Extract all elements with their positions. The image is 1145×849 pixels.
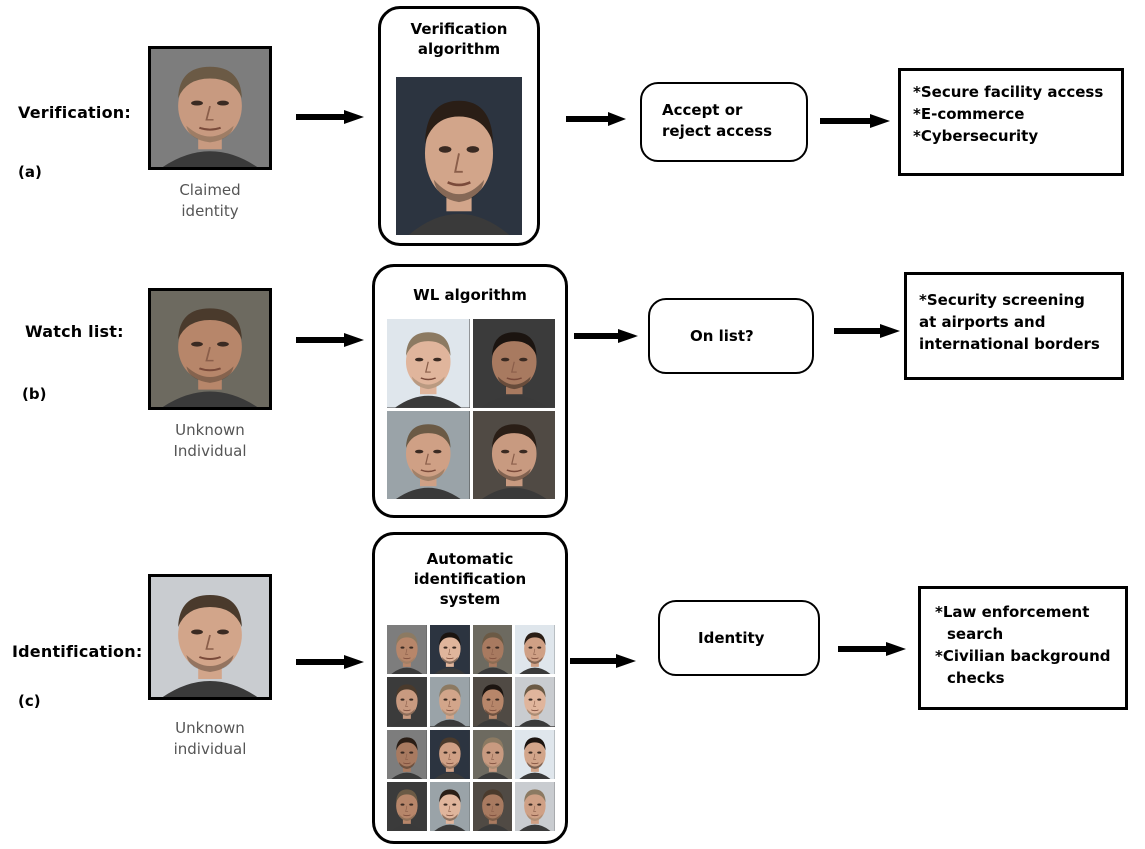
row-a-arrow-2 (566, 112, 626, 126)
unknown-individual-photo-c (148, 574, 272, 700)
row-c-arrow-1 (296, 655, 364, 669)
row-c-label: Identification: (12, 642, 143, 661)
row-b-arrow-1 (296, 333, 364, 347)
identification-photo (387, 729, 427, 779)
row-c-arrow-3 (838, 642, 906, 656)
watch-list-photo (472, 410, 555, 499)
row-c-tag: (c) (18, 692, 41, 710)
face-image-icon (151, 291, 269, 407)
watch-list-photo (387, 319, 470, 408)
face-image-icon (472, 781, 513, 831)
identification-photo (515, 677, 555, 727)
identity-outcome: Identity (658, 600, 820, 676)
face-image-icon (429, 677, 470, 727)
identification-photo (429, 677, 470, 727)
identification-photo (429, 625, 470, 675)
row-b-tag: (b) (22, 385, 47, 403)
wl-algorithm-box: WL algorithm (372, 264, 568, 518)
identification-photo (387, 781, 427, 831)
row-a-tag: (a) (18, 163, 42, 181)
verification-applications: *Secure facility access*E-commerce*Cyber… (898, 68, 1124, 176)
row-c-arrow-2 (570, 654, 636, 668)
identification-photo (515, 625, 555, 675)
face-image-icon (472, 729, 513, 779)
unknown-individual-photo-b (148, 288, 272, 410)
row-a-label: Verification: (18, 103, 131, 122)
face-image-icon (515, 729, 555, 779)
face-image-icon (396, 77, 522, 235)
row-a-arrow-1 (296, 110, 364, 124)
face-image-icon (151, 49, 269, 167)
identification-photo (429, 781, 470, 831)
identification-photo (472, 677, 513, 727)
watch-list-photo (387, 410, 470, 499)
row-a-arrow-3 (820, 114, 890, 128)
wl-algorithm-title: WL algorithm (413, 286, 527, 304)
face-image-icon (515, 677, 555, 727)
row-b-arrow-2 (574, 329, 638, 343)
face-image-icon (429, 729, 470, 779)
face-image-icon (472, 410, 555, 499)
identification-photo (515, 781, 555, 831)
identification-photo (387, 677, 427, 727)
face-image-icon (387, 319, 470, 408)
identification-photo (472, 781, 513, 831)
watch-list-photo-grid (387, 319, 555, 499)
watch-list-photo (472, 319, 555, 408)
identification-photo (429, 729, 470, 779)
face-image-icon (472, 625, 513, 675)
face-image-icon (387, 729, 427, 779)
face-image-icon (429, 625, 470, 675)
face-image-icon (429, 781, 470, 831)
identification-photo-grid (387, 625, 555, 831)
face-image-icon (472, 677, 513, 727)
row-b-arrow-3 (834, 324, 900, 338)
face-image-icon (515, 625, 555, 675)
verification-algorithm-photo (396, 77, 522, 235)
identification-photo (515, 729, 555, 779)
face-image-icon (387, 781, 427, 831)
identification-photo (387, 625, 427, 675)
face-image-icon (387, 677, 427, 727)
face-image-icon (472, 319, 555, 408)
on-list-outcome: On list? (648, 298, 814, 374)
row-b-label: Watch list: (25, 322, 124, 341)
identification-photo (472, 729, 513, 779)
face-image-icon (387, 625, 427, 675)
face-image-icon (387, 410, 470, 499)
claimed-identity-photo (148, 46, 272, 170)
identification-photo (472, 625, 513, 675)
face-image-icon (515, 781, 555, 831)
face-image-icon (151, 577, 269, 697)
